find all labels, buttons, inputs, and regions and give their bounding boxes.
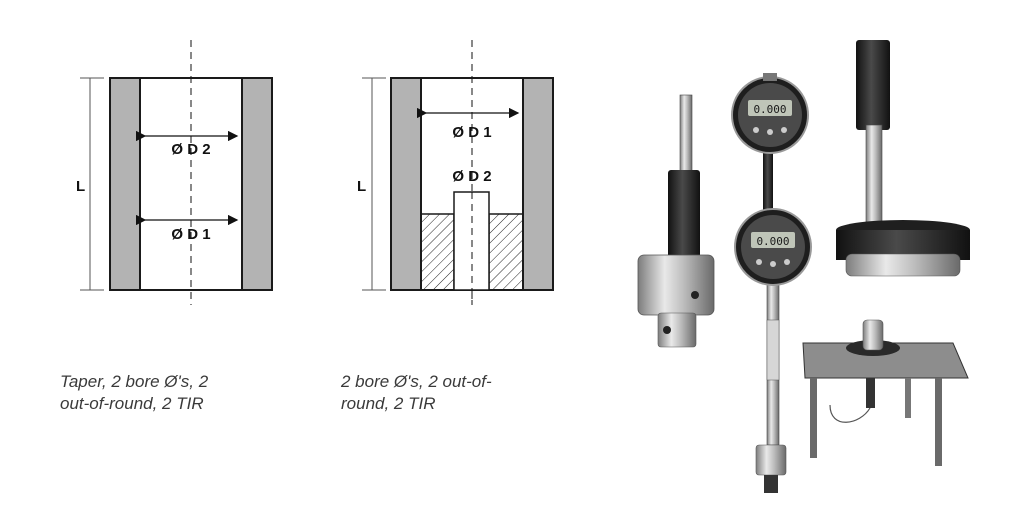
- center-stem-top: [763, 140, 773, 220]
- table-leg-front-left: [810, 378, 817, 458]
- left-wall: [390, 77, 422, 291]
- bottom-digital-indicator: 0.000: [734, 208, 812, 286]
- top-indicator-button-2: [767, 129, 773, 135]
- left-wall: [109, 77, 141, 291]
- table-small-gauge: [862, 319, 884, 351]
- center-probe-tip: [764, 475, 778, 493]
- top-indicator-readout: 0.000: [753, 103, 786, 116]
- center-gauge-assembly: 0.000 0.000: [731, 73, 812, 493]
- stepped-caption-line2: round, 2 TIR: [341, 394, 436, 413]
- taper-caption-line2: out-of-round, 2 TIR: [60, 394, 204, 413]
- right-wall: [522, 77, 554, 291]
- hatched-step-left: [420, 213, 455, 291]
- center-probe-head: [755, 444, 787, 476]
- top-indicator-display: [748, 100, 792, 116]
- top-indicator-button-3: [781, 127, 787, 133]
- upper-diameter-label: Ø D 1: [452, 124, 491, 141]
- left-gauge-assembly: [637, 94, 715, 348]
- length-label: L: [357, 178, 366, 195]
- bottom-indicator-readout: 0.000: [756, 235, 789, 248]
- right-plate-ring: [845, 253, 961, 277]
- top-digital-indicator: 0.000: [731, 73, 809, 154]
- right-handle-dark: [856, 40, 890, 130]
- table-probe: [866, 378, 875, 408]
- table-cable: [829, 404, 871, 423]
- left-plate: [637, 254, 715, 316]
- bottom-indicator-display: [751, 232, 795, 248]
- left-plate-screw: [691, 291, 699, 299]
- bottom-indicator-button-3: [784, 259, 790, 265]
- lower-diameter-label: Ø D 1: [171, 226, 210, 243]
- bore-gauge-photo: 0.000 0.000: [637, 40, 970, 493]
- upper-diameter-label: Ø D 2: [171, 141, 210, 158]
- right-rod: [865, 124, 883, 226]
- left-tip-hole: [663, 326, 671, 334]
- table-leg-back-right: [905, 378, 911, 418]
- stepped-caption-line1: 2 bore Ø's, 2 out-of-: [340, 372, 492, 391]
- table-leg-front-right: [935, 378, 942, 466]
- stepped-bore-diagram: L Ø D 1 Ø D 2 2 bore Ø's, 2 out-of- roun…: [340, 40, 554, 413]
- taper-caption-line1: Taper, 2 bore Ø's, 2: [60, 372, 209, 391]
- left-tip: [657, 312, 697, 348]
- taper-diagram: L Ø D 2 Ø D 1 Taper, 2 bore Ø's, 2 out-o…: [60, 40, 273, 413]
- right-wall: [241, 77, 273, 291]
- table-top: [802, 342, 969, 379]
- bottom-indicator-button-2: [770, 261, 776, 267]
- center-stem-marking: [766, 319, 780, 381]
- table-fixture: [802, 319, 969, 466]
- top-indicator-cap: [763, 73, 777, 81]
- bottom-indicator-button-1: [756, 259, 762, 265]
- length-label: L: [76, 178, 85, 195]
- lower-diameter-label: Ø D 2: [452, 168, 491, 185]
- left-body-dark: [668, 170, 700, 260]
- hatched-step-right: [488, 213, 524, 291]
- right-gauge-assembly: [836, 40, 970, 277]
- top-indicator-button-1: [753, 127, 759, 133]
